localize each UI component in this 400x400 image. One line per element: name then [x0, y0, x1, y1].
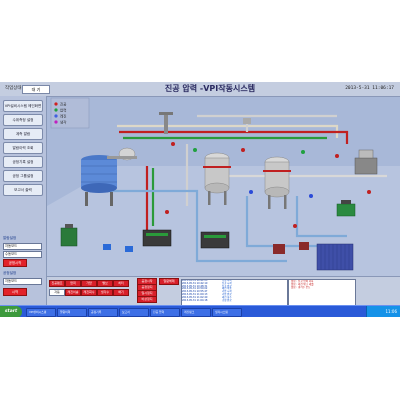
control-exhaust[interactable]: 배기 [113, 289, 129, 296]
resin-tank-1 [203, 152, 231, 205]
alarm-settings-label: 알람설정 [3, 236, 17, 240]
control-cooling-water[interactable]: 냉각수 [97, 289, 113, 296]
container-unit [316, 243, 354, 271]
legend-dot-resin [54, 114, 58, 118]
bottom-panel: 진공펌프 압력 가압 밸브 히터 자동 레진이송 레진회수 냉각수 배기 공정시… [47, 276, 400, 306]
alarm-row: 알람 : 냉각수 온도 [291, 286, 311, 289]
start-button[interactable]: start [0, 306, 22, 317]
task-item-7[interactable]: 냉각시스템 [212, 308, 242, 317]
task-item-5[interactable]: 진공 압력 [150, 308, 180, 317]
control-resin-return[interactable]: 레진회수 [81, 289, 97, 296]
sidebar-item-process-group[interactable]: 공정 그룹설정 [3, 170, 43, 182]
pump-small-2 [125, 246, 133, 252]
process-diagram: 진공 압력 레진 냉각 [47, 97, 400, 276]
sidebar-item-process-record[interactable]: 공정기록 설정 [3, 156, 43, 168]
task-item-2[interactable]: 알람이력 [57, 308, 87, 317]
valve-box-2 [299, 242, 309, 250]
control-cabinet-1 [142, 229, 172, 247]
control-vacuum-pump[interactable]: 진공펌프 [49, 280, 65, 287]
sidebar: VPI설비시스템 메인화면 수위측정 설정 계측 알람 알람이력 조회 공정기록… [0, 96, 47, 305]
header-bar: 작업상태 대 기 진공 압력 -VPI작동시스템 2013-5-31 11:06… [0, 82, 400, 97]
sidebar-item-level[interactable]: 수위측정 설정 [3, 114, 43, 126]
mode-select-1[interactable]: 자동모드 [3, 243, 42, 250]
hmi-screen: 작업상태 대 기 진공 압력 -VPI작동시스템 2013-5-31 11:06… [0, 82, 400, 317]
page-title: 진공 압력 -VPI작동시스템 [164, 84, 256, 93]
legend-dot-cooling [54, 120, 58, 124]
control-pressurize[interactable]: 가압 [81, 280, 97, 287]
control-resin-transfer[interactable]: 레진이송 [65, 289, 81, 296]
valve-markers [165, 142, 371, 228]
vent-box [243, 118, 251, 124]
start-button-left[interactable]: 시작 [3, 288, 27, 296]
resin-tank-2 [263, 156, 291, 209]
control-heater[interactable]: 히터 [113, 280, 129, 287]
sidebar-item-alarm-history[interactable]: 알람이력 조회 [3, 142, 43, 154]
task-item-3[interactable]: 공정기록 [88, 308, 118, 317]
emergency-stop-button[interactable]: 비상정지 [137, 296, 157, 303]
impregnation-tank [81, 147, 137, 206]
sidebar-item-report[interactable]: 보고서 출력 [3, 184, 43, 196]
process-settings-label: 공정설정 [3, 271, 17, 275]
taskbar: start VPI설비시스템 알람이력 공정기록 보고서 진공 압력 레진탱크 … [0, 305, 400, 317]
legend-dot-pressure [54, 108, 58, 112]
process-select[interactable]: 자동모드 [3, 278, 42, 285]
task-item-1[interactable]: VPI설비시스템 [26, 308, 56, 317]
alarm-status-list[interactable]: 알람 : 진공 압력 저하 알람 : 레진 탱크 레벨 알람 : 냉각수 온도 [288, 279, 356, 306]
legend-label-resin: 레진 [60, 113, 66, 118]
alarm-row: 알람 : 레진 탱크 레벨 [291, 283, 314, 286]
floor-plane [47, 166, 400, 276]
alarm-reset-button[interactable]: 알람해제 [159, 278, 179, 285]
status-value: 대 기 [22, 85, 50, 94]
pipe-legend: 진공 압력 레진 냉각 [50, 97, 90, 129]
task-item-4[interactable]: 보고서 [119, 308, 149, 317]
start-process-button-left[interactable]: 공정시작 [3, 259, 27, 267]
pump-unit-right [336, 200, 356, 217]
legend-label-cooling: 냉각 [60, 119, 67, 124]
legend-dot-vacuum [54, 102, 58, 106]
vacuum-pump-left [60, 224, 78, 247]
control-cabinet-2 [200, 231, 230, 249]
sidebar-item-main[interactable]: VPI설비시스템 메인화면 [3, 100, 43, 112]
status-label: 작업상태 [5, 86, 22, 91]
heat-exchanger [354, 149, 378, 175]
mode-select-2[interactable]: 수동모드 [3, 251, 42, 258]
task-item-6[interactable]: 레진탱크 [181, 308, 211, 317]
control-pressure[interactable]: 압력 [65, 280, 81, 287]
alarm-row: 알람 : 진공 압력 저하 [291, 280, 314, 283]
pump-small-1 [103, 244, 111, 250]
datetime-display: 2013-5-31 11:06:17 [345, 86, 394, 91]
control-auto[interactable]: 자동 [49, 289, 65, 296]
exhaust-stack [164, 114, 168, 134]
control-valve[interactable]: 밸브 [97, 280, 113, 287]
system-tray-clock: 11:06 [366, 306, 400, 317]
legend-label-pressure: 압력 [60, 107, 66, 112]
legend-label-vacuum: 진공 [60, 101, 67, 106]
sidebar-item-measure-alarm[interactable]: 계측 알람 [3, 128, 43, 140]
valve-box-1 [273, 244, 285, 254]
top-pipes [107, 114, 387, 263]
exhaust-cap [159, 112, 173, 115]
